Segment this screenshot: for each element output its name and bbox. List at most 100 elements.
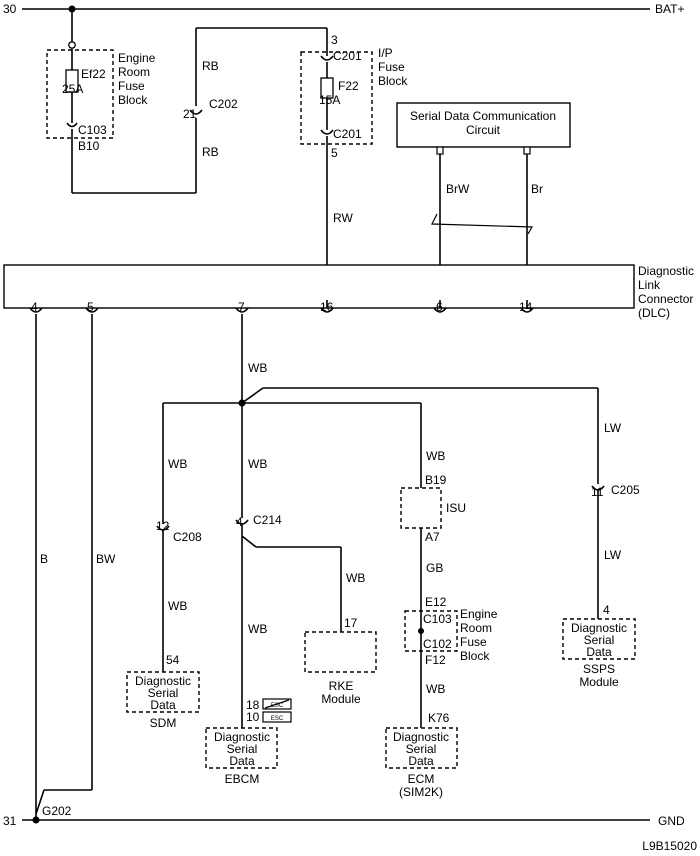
serial-circuit-line-2: Circuit xyxy=(466,123,501,137)
ip-label-2: Fuse xyxy=(378,60,405,74)
diagnostic-link-connector: Diagnostic Link Connector (DLC) 4 5 7 16… xyxy=(3,264,694,320)
wire-lw-lower: LW xyxy=(604,548,622,562)
ip-label-1: I/P xyxy=(378,46,393,60)
esc-badge-bottom-text: ESC xyxy=(271,716,284,722)
rail-31-label: 31 xyxy=(3,814,17,828)
isu-top-pin: B19 xyxy=(425,473,447,487)
ssps-box-line-1: Diagnostic xyxy=(571,621,627,635)
wire-rb-top: RB xyxy=(202,59,219,73)
ecm-fuse-label-2: Room xyxy=(460,621,492,635)
serial-data-bus: WB xyxy=(163,314,598,407)
wire-wb-sdm-upper: WB xyxy=(168,457,187,471)
rke-name-2: Module xyxy=(321,692,361,706)
rke-name-1: RKE xyxy=(329,679,354,693)
dlc-label-4: (DLC) xyxy=(638,306,670,320)
ecm-name-2: (SIM2K) xyxy=(399,785,443,799)
ecm-box-line-3: Data xyxy=(408,754,434,768)
wire-gb: GB xyxy=(426,561,443,575)
fuse-f22-name: F22 xyxy=(338,79,359,93)
c208-pin: 12 xyxy=(156,519,170,533)
esc-badge-top-text: ESC xyxy=(271,703,284,709)
ssps-branch: LW 11 C205 LW 4 Diagnostic Serial Data S… xyxy=(562,388,640,689)
ip-top-connector: C201 xyxy=(333,49,362,63)
wire-wb-ebcm-lower: WB xyxy=(248,622,267,636)
wire-b: B xyxy=(40,552,48,566)
dlc-pin-16: 16 xyxy=(320,300,334,314)
bat-rail: 30 BAT+ xyxy=(3,2,684,16)
wire-rb-bottom: RB xyxy=(202,145,219,159)
c214-pin: 4 xyxy=(236,515,243,529)
ebcm-box-line-3: Data xyxy=(229,754,255,768)
ecm-pin: K76 xyxy=(428,711,450,725)
fuse-ef22-name: Ef22 xyxy=(81,67,106,81)
c205-connector: C205 xyxy=(611,483,640,497)
ssps-name-1: SSPS xyxy=(583,662,615,676)
c214-connector: C214 xyxy=(253,513,282,527)
sdm-branch: WB 12 C208 WB 54 Diagnostic Serial Data … xyxy=(126,403,202,730)
fuse-block-label-4: Block xyxy=(118,93,148,107)
fuse-block-label-2: Room xyxy=(118,65,150,79)
wire-br: Br xyxy=(531,182,543,196)
ip-label-3: Block xyxy=(378,74,408,88)
wire-wb-ebcm-upper: WB xyxy=(248,457,267,471)
dlc-pin-5: 5 xyxy=(87,300,94,314)
dlc-label-1: Diagnostic xyxy=(638,264,694,278)
wire-wb-rke: WB xyxy=(346,571,365,585)
ssps-box-line-2: Serial xyxy=(584,633,615,647)
esc-badge-bottom xyxy=(262,711,292,723)
wire-wb-ecm: WB xyxy=(426,682,445,696)
ecm-fuse-label-3: Fuse xyxy=(460,635,487,649)
ecm-box-line-2: Serial xyxy=(406,742,437,756)
c202-pin: 21 xyxy=(183,107,197,121)
figure-id: L9B15020 xyxy=(642,839,697,853)
fuse-block-label-1: Engine xyxy=(118,51,156,65)
ip-bottom-connector: C201 xyxy=(333,127,362,141)
sdm-pin: 54 xyxy=(166,653,180,667)
rail-bat-label: BAT+ xyxy=(655,2,684,16)
c202-connector: C202 xyxy=(209,97,238,111)
ecm-fuse-top-pin: E12 xyxy=(425,595,447,609)
dlc-pin-6: 6 xyxy=(436,300,443,314)
g202-label: G202 xyxy=(42,804,72,818)
rail-gnd-label: GND xyxy=(658,814,685,828)
ecm-fuse-bottom-pin: F12 xyxy=(425,653,446,667)
wire-wb-sdm-lower: WB xyxy=(168,599,187,613)
ssps-box-line-3: Data xyxy=(586,645,612,659)
ecm-box-line-1: Diagnostic xyxy=(393,730,449,744)
ssps-name-2: Module xyxy=(579,675,619,689)
fuse-block-label-3: Fuse xyxy=(118,79,145,93)
g202-junction xyxy=(32,816,40,824)
ebcm-pin-18: 18 xyxy=(246,698,260,712)
wire-lw-upper: LW xyxy=(604,421,622,435)
sdm-name: SDM xyxy=(150,716,177,730)
fuse-terminal xyxy=(68,41,76,49)
ecm-fuse-box xyxy=(404,610,458,652)
ecm-name-1: ECM xyxy=(408,772,435,786)
dlc-label-2: Link xyxy=(638,278,661,292)
fuse-ef22-pin: B10 xyxy=(78,139,100,153)
ssps-pin: 4 xyxy=(603,603,610,617)
ecm-fuse-label-1: Engine xyxy=(460,607,498,621)
wire-bw: BW xyxy=(96,552,116,566)
sdm-box-line-3: Data xyxy=(150,698,176,712)
isu-label: ISU xyxy=(446,501,466,515)
ecm-fuse-c103: C103 xyxy=(423,612,452,626)
ebcm-box-line-2: Serial xyxy=(227,742,258,756)
ebcm-pin-10: 10 xyxy=(246,710,260,724)
c208-connector: C208 xyxy=(173,530,202,544)
serial-circuit-line-1: Serial Data Communication xyxy=(410,109,556,123)
ip-top-pin: 3 xyxy=(331,33,338,47)
ip-bottom-pin: 5 xyxy=(331,146,338,160)
sdm-box-line-1: Diagnostic xyxy=(135,674,191,688)
wire-brw: BrW xyxy=(446,182,470,196)
ip-fuse-block: 3 C201 F22 15A C201 5 I/P Fuse Block RW xyxy=(300,28,408,300)
fuse-ef22-rating: 25A xyxy=(62,82,83,96)
wire-wb-dlc7: WB xyxy=(248,361,267,375)
ecm-branch: WB B19 ISU A7 GB E12 C103 C102 F12 Engin… xyxy=(385,403,498,799)
fuse-f22-rating: 15A xyxy=(319,93,340,107)
ecm-fuse-c102: C102 xyxy=(423,637,452,651)
ground-wires: B BW xyxy=(35,314,116,820)
c205-pin: 11 xyxy=(591,485,604,499)
ecm-fuse-label-4: Block xyxy=(460,649,490,663)
